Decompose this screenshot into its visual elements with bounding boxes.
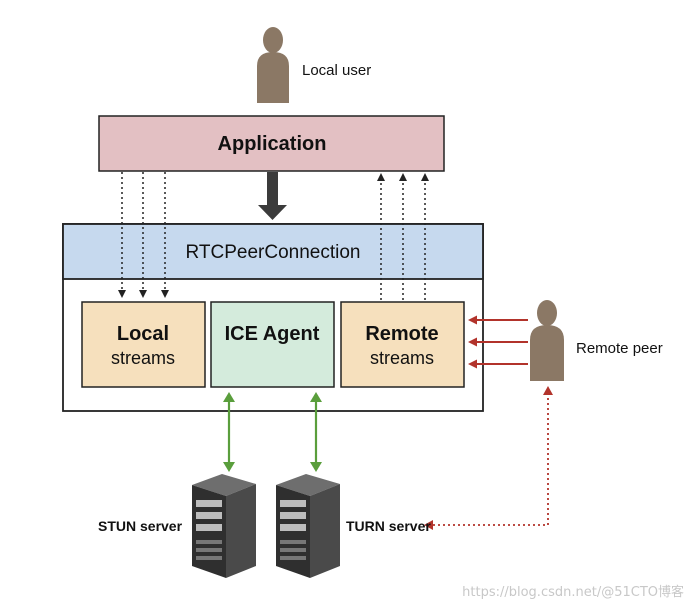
ice-stun-arrowhead-up — [223, 392, 235, 402]
local-stream-arrows — [118, 172, 169, 298]
local-user-icon — [257, 27, 289, 103]
stun-server-label: STUN server — [98, 518, 183, 534]
ice-turn-arrowhead-up — [310, 392, 322, 402]
peerconnection-label: RTCPeerConnection — [186, 242, 361, 263]
remote-peer-turn-arrowhead-left — [424, 520, 433, 530]
remote-streams-box — [340, 301, 465, 388]
remote-peer-icon — [530, 300, 564, 381]
application-box — [98, 115, 445, 172]
peerconnection-header — [62, 223, 484, 280]
ice-agent-box — [210, 301, 335, 388]
ice-stun-arrowhead-down — [223, 462, 235, 472]
application-to-peerconnection-arrow — [258, 172, 287, 220]
ice-agent-label: ICE Agent — [225, 323, 320, 345]
local-streams-subtitle: streams — [111, 348, 175, 368]
remote-peer-label: Remote peer — [576, 340, 663, 357]
stun-server-icon — [192, 474, 256, 578]
local-streams-box — [81, 301, 206, 388]
remote-peer-turn-link — [428, 388, 549, 526]
ice-turn-arrowhead-down — [310, 462, 322, 472]
local-user-label: Local user — [302, 62, 371, 79]
remote-streams-subtitle: streams — [370, 348, 434, 368]
turn-server-icon — [276, 474, 340, 578]
remote-streams-title: Remote — [365, 323, 438, 345]
application-label: Application — [218, 133, 327, 155]
remote-stream-arrows — [377, 173, 429, 300]
remote-peer-arrows — [468, 315, 528, 369]
remote-peer-turn-arrowhead-up — [543, 386, 553, 395]
local-streams-title: Local — [117, 323, 169, 345]
turn-server-label: TURN server — [346, 518, 431, 534]
watermark-text: https://blog.csdn.net/@51CTO博客 — [462, 584, 684, 600]
